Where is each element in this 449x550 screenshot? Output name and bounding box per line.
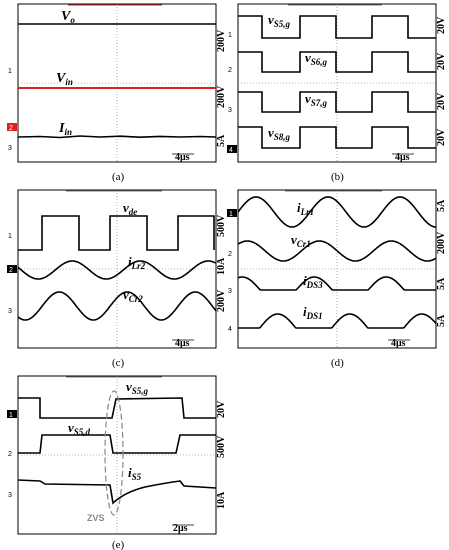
panel-c-scale-2: 10A xyxy=(216,257,227,275)
panel-a-marker-3: 3 xyxy=(8,145,12,152)
zvs-label: ZVS xyxy=(87,513,105,523)
panel-d-time: 4μs xyxy=(391,338,406,349)
panel-d-marker-4: 4 xyxy=(228,326,232,333)
panel-d-marker-3: 3 xyxy=(228,288,232,295)
ids1-label: iDS1 xyxy=(303,304,323,321)
panel-e-marker-1-bg xyxy=(7,410,17,418)
panel-b-time: 4μs xyxy=(395,152,410,163)
panel-a-marker-2-bg xyxy=(7,123,17,131)
panel-a-marker-1: 1 xyxy=(8,68,12,75)
panel-c-marker-1: 1 xyxy=(8,233,12,240)
panel-e-scale-1: 20V xyxy=(216,400,227,418)
vs5d-label: vS5,d xyxy=(68,420,91,437)
vs6g-trace xyxy=(238,51,436,73)
is5-label: iS5 xyxy=(128,465,142,482)
panel-b-scale-3: 20V xyxy=(436,92,447,110)
ids3-trace xyxy=(237,276,436,291)
vs8g-label: vS8,g xyxy=(268,125,291,142)
panel-d-marker-1: 1 xyxy=(229,211,233,218)
panel-b-marker-2: 2 xyxy=(228,67,232,74)
panel-b-marker-4: 4 xyxy=(229,147,233,154)
vcr1-label: vCr1 xyxy=(291,232,311,249)
panel-d-marker-1-bg xyxy=(227,209,237,217)
panel-a-time: 4μs xyxy=(175,152,190,163)
panel-e-marker-2: 2 xyxy=(8,451,12,458)
is5-trace xyxy=(17,479,217,505)
vs5d-e-trace xyxy=(18,434,216,454)
panel-a-scale-2: 200V xyxy=(216,85,227,108)
caption-e: (e) xyxy=(112,539,125,550)
panel-c: vde iLr2 vCr2 500V 10A 200V 1 2 3 4μs (c… xyxy=(7,189,227,369)
vs6g-label: vS6,g xyxy=(305,50,328,67)
ilr2-label: iLr2 xyxy=(128,254,146,271)
caption-d: (d) xyxy=(331,357,344,369)
caption-b: (b) xyxy=(331,171,344,183)
panel-d-marker-2: 2 xyxy=(228,251,232,258)
panel-b-marker-1: 1 xyxy=(228,32,232,39)
ilr1-label: iLr1 xyxy=(297,200,314,217)
panel-a: Vo Vin Iin 200V 200V 5A 1 2 3 4μs (a) xyxy=(7,3,227,183)
panel-c-marker-3: 3 xyxy=(8,308,12,315)
panel-b-scale-4: 20V xyxy=(436,128,447,146)
panel-e-scale-2: 500V xyxy=(216,435,227,458)
panel-a-marker-2: 2 xyxy=(9,125,13,132)
ids1-trace xyxy=(238,313,437,329)
zvs-ellipse xyxy=(104,390,124,516)
panel-e-marker-1: 1 xyxy=(9,412,13,419)
iin-label: Iin xyxy=(58,121,72,137)
panel-c-scale-3: 200V xyxy=(216,289,227,312)
panel-b: vS5,g vS6,g vS7,g vS8,g 20V 20V 20V 20V … xyxy=(227,3,447,183)
vs5g-e-trace xyxy=(18,397,216,419)
vs5g-trace xyxy=(238,15,436,39)
vs8g-trace xyxy=(238,126,436,149)
panel-d: iLr1 vCr1 iDS3 iDS1 5A 200V 5A 5A 1 2 3 … xyxy=(227,189,447,369)
vde-trace xyxy=(18,215,215,251)
vcr1-trace xyxy=(237,240,437,262)
panel-d-scale-1: 5A xyxy=(436,199,447,212)
panel-b-scale-1: 20V xyxy=(436,16,447,34)
panel-e-marker-3: 3 xyxy=(8,492,12,499)
ilr1-trace xyxy=(237,196,437,228)
panel-d-scale-4: 5A xyxy=(436,314,447,327)
vo-label: Vo xyxy=(61,9,75,25)
vcr2-trace xyxy=(17,291,217,321)
panel-a-scale-3: 5A xyxy=(216,134,227,147)
panel-a-scale-1: 200V xyxy=(216,29,227,52)
vs5g-label: vS5,g xyxy=(268,12,291,29)
iin-trace xyxy=(17,135,217,139)
panel-b-marker-4-bg xyxy=(227,145,237,153)
vs7g-trace xyxy=(238,91,436,113)
panel-c-marker-2: 2 xyxy=(9,267,13,274)
panel-c-scale-1: 500V xyxy=(216,214,227,237)
ilr2-trace xyxy=(17,260,217,280)
caption-c: (c) xyxy=(112,357,125,369)
vde-label: vde xyxy=(123,200,137,217)
panel-c-marker-2-bg xyxy=(7,265,17,273)
panel-b-marker-3: 3 xyxy=(228,107,232,114)
vs5g-e-label: vS5,g xyxy=(126,379,149,396)
panel-d-scale-2: 200V xyxy=(436,231,447,254)
panel-e-time: 2μs xyxy=(173,523,188,534)
caption-a: (a) xyxy=(112,171,125,183)
panel-d-scale-3: 5A xyxy=(436,277,447,290)
panel-e: vS5,g vS5,d iS5 ZVS 20V 500V 10A 1 2 3 2… xyxy=(7,375,227,550)
panel-e-scale-3: 10A xyxy=(216,491,227,509)
panel-b-scale-2: 20V xyxy=(436,52,447,70)
vcr2-label: vCr2 xyxy=(123,287,143,304)
vin-label: Vin xyxy=(56,71,73,87)
vs7g-label: vS7,g xyxy=(305,91,328,108)
panel-c-time: 4μs xyxy=(175,338,190,349)
ids3-label: iDS3 xyxy=(303,273,323,290)
